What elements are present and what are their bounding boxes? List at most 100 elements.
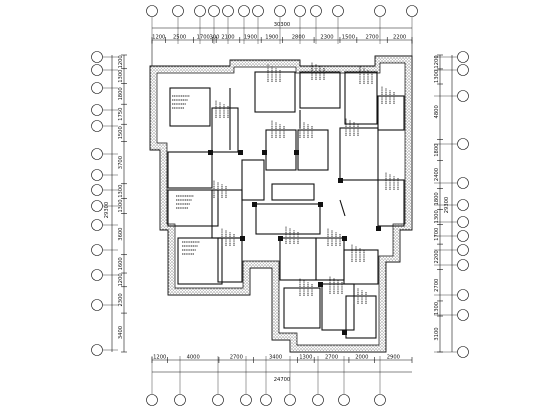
bottom-dimension-label: 2700 bbox=[325, 355, 338, 361]
top-dimension-label: 2500 bbox=[173, 35, 186, 41]
right-dimension-label: 2700 bbox=[434, 279, 440, 292]
right-dimension-label: 1300 bbox=[434, 302, 440, 315]
left-axis-bubble bbox=[91, 244, 103, 256]
left-dimension-label: 1800 bbox=[118, 87, 124, 100]
bottom-axis-bubble bbox=[174, 394, 186, 406]
left-axis-bubble bbox=[91, 269, 103, 281]
beam-annotation bbox=[172, 95, 190, 109]
right-dimension-label: 4800 bbox=[434, 105, 440, 118]
axis-bubbles bbox=[91, 5, 469, 406]
right-axis-bubble bbox=[457, 289, 469, 301]
right-dimension-label: 1200 bbox=[434, 55, 440, 68]
left-dimension-label: 1500 bbox=[118, 126, 124, 139]
left-axis-bubble bbox=[91, 200, 103, 212]
top-axis-bubble bbox=[310, 5, 322, 17]
beam-annotation bbox=[176, 195, 194, 209]
left-total-dimension: 29300 bbox=[104, 202, 110, 219]
bottom-dimension-label: 1300 bbox=[299, 355, 312, 361]
top-axis-bubble bbox=[238, 5, 250, 17]
top-axis-bubble bbox=[274, 5, 286, 17]
beam-annotation bbox=[327, 228, 341, 246]
left-dimension-label: 1600 bbox=[118, 257, 124, 270]
left-axis-bubble bbox=[91, 120, 103, 132]
top-axis-bubble bbox=[208, 5, 220, 17]
bottom-dimension-label: 2900 bbox=[387, 355, 400, 361]
right-dimension-label: 3100 bbox=[434, 327, 440, 340]
top-axis-bubble bbox=[332, 5, 344, 17]
top-axis-bubble bbox=[294, 5, 306, 17]
beam-annotation bbox=[213, 180, 227, 198]
left-axis-bubble bbox=[91, 104, 103, 116]
beam-annotation bbox=[221, 228, 235, 246]
bottom-axis-bubble bbox=[240, 394, 252, 406]
beam-annotation bbox=[359, 66, 373, 84]
bottom-axis-bubble bbox=[312, 394, 324, 406]
bottom-dimension-label: 4000 bbox=[187, 355, 200, 361]
beam-annotation bbox=[351, 244, 365, 262]
beam-annotation bbox=[329, 276, 343, 294]
bottom-axis-bubble bbox=[212, 394, 224, 406]
beam-annotation bbox=[299, 278, 313, 296]
left-dimension-label: 2300 bbox=[118, 293, 124, 306]
top-dimension-label: 1700 bbox=[197, 35, 210, 41]
bottom-axis-bubble bbox=[284, 394, 296, 406]
left-dimension-label: 1750 bbox=[118, 108, 124, 121]
left-axis-bubble bbox=[91, 299, 103, 311]
top-dimension-label: 2700 bbox=[365, 35, 378, 41]
right-axis-bubble bbox=[457, 51, 469, 63]
top-axis-bubble bbox=[146, 5, 158, 17]
top-axis-bubble bbox=[222, 5, 234, 17]
top-dimension-label: 300 bbox=[210, 35, 220, 41]
top-axis-bubble bbox=[252, 5, 264, 17]
top-axis-bubble bbox=[406, 5, 418, 17]
left-dimension-label: 3600 bbox=[118, 228, 124, 241]
right-axis-bubble bbox=[457, 259, 469, 271]
left-axis-bubble bbox=[91, 64, 103, 76]
right-axis-bubble bbox=[457, 244, 469, 256]
left-axis-bubble bbox=[91, 219, 103, 231]
bottom-dimension-label: 2700 bbox=[230, 355, 243, 361]
bottom-axis-bubble bbox=[374, 394, 386, 406]
beam-annotation bbox=[381, 86, 395, 104]
beam-annotation bbox=[267, 64, 281, 82]
beam-annotation bbox=[299, 120, 313, 138]
right-dimension-label: 1300 bbox=[434, 210, 440, 223]
left-axis-bubble bbox=[91, 148, 103, 160]
left-dimension-label: 1300 bbox=[118, 199, 124, 212]
top-dimension-label: 2300 bbox=[320, 35, 333, 41]
right-dimension-label: 2200 bbox=[434, 250, 440, 263]
right-dimension-label: 1800 bbox=[434, 144, 440, 157]
left-dimensions: 1200130018001750150037001300130036001600… bbox=[118, 54, 127, 353]
structural-columns bbox=[208, 150, 381, 335]
bottom-dimension-label: 3400 bbox=[269, 355, 282, 361]
left-axis-bubble bbox=[91, 169, 103, 181]
top-dimension-label: 2200 bbox=[393, 35, 406, 41]
left-dimension-label: 1300 bbox=[118, 185, 124, 198]
right-dimension-label: 2400 bbox=[434, 168, 440, 181]
left-axis-bubble bbox=[91, 51, 103, 63]
bottom-axis-bubble bbox=[146, 394, 158, 406]
right-axis-bubble bbox=[457, 138, 469, 150]
left-axis-bubble bbox=[91, 82, 103, 94]
beam-annotation bbox=[285, 226, 299, 244]
left-dimension-label: 1200 bbox=[118, 55, 124, 68]
right-axis-bubble bbox=[457, 216, 469, 228]
beam-annotation bbox=[271, 120, 285, 138]
right-dimensions: 1200130048001800240018001300170022002700… bbox=[434, 54, 443, 353]
right-axis-bubble bbox=[457, 199, 469, 211]
left-dimension-label: 3400 bbox=[118, 326, 124, 339]
left-dimension-label: 3700 bbox=[118, 156, 124, 169]
right-dimension-label: 1800 bbox=[434, 192, 440, 205]
left-axis-bubble bbox=[91, 184, 103, 196]
top-axis-bubble bbox=[172, 5, 184, 17]
bottom-dimension-label: 1200 bbox=[153, 355, 166, 361]
left-dimension-label: 1300 bbox=[118, 70, 124, 83]
beam-annotation bbox=[311, 62, 325, 80]
interior-walls bbox=[167, 71, 405, 339]
top-dimension-label: 2800 bbox=[292, 35, 305, 41]
right-axis-bubble bbox=[457, 177, 469, 189]
top-dimension-label: 1500 bbox=[342, 35, 355, 41]
